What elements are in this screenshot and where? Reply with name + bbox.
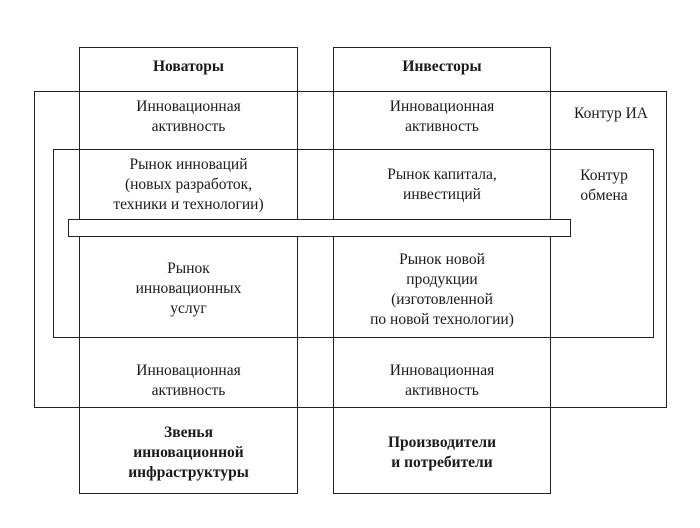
left-top-activity: Инновационная активность <box>136 98 241 135</box>
contour-exchange-frame <box>53 149 654 338</box>
left-market-services: Рынок инновационных услуг <box>135 260 242 317</box>
left-market-innovations: Рынок инноваций (новых разработок, техни… <box>113 156 264 213</box>
footer-producers-consumers: Производители и потребители <box>387 434 497 471</box>
contour-ia-label: Контур ИА <box>574 105 648 122</box>
left-bottom-activity: Инновационная активность <box>136 362 241 399</box>
column-innovators <box>79 47 298 494</box>
header-innovators: Новаторы <box>152 58 225 75</box>
contour-ia-frame <box>34 91 667 408</box>
header-investors: Инвесторы <box>402 58 482 75</box>
footer-infrastructure: Звенья инновационной инфраструктуры <box>128 424 249 481</box>
exchange-divider-bar <box>68 219 571 237</box>
right-top-activity: Инновационная активность <box>389 98 495 135</box>
contour-exchange-label: Контур обмена <box>580 167 628 204</box>
right-market-products: Рынок новой продукции (изготовленной по … <box>370 251 514 328</box>
column-investors <box>333 47 551 494</box>
right-market-capital: Рынок капитала, инвестиций <box>387 166 497 203</box>
right-bottom-activity: Инновационная активность <box>389 362 495 399</box>
